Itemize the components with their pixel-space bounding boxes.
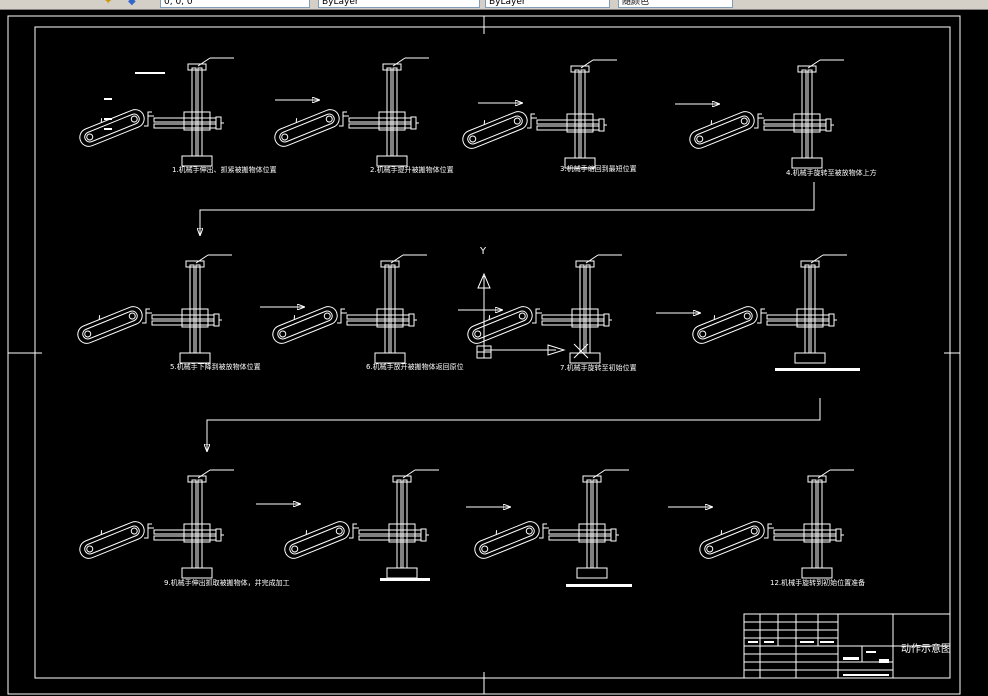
step-arrows (200, 100, 821, 507)
caption-4: 4.机械手旋转至被放物体上方 (786, 168, 877, 177)
robot-diagram-7 (463, 254, 623, 364)
title-block-name: 动作示意图 (901, 642, 951, 655)
robot-diagram-5 (73, 254, 233, 364)
toolbar: ✦ ◆ 0, 0, 0 ByLayer ByLayer 随颜色 (0, 0, 988, 10)
vertical-scrollbar[interactable] (962, 10, 988, 696)
robot-diagram-6 (268, 254, 428, 364)
caption-1: 1.机械手伸出、抓紧被搬物体位置 (172, 165, 277, 174)
robot-diagram-9 (75, 469, 235, 579)
layer-icon[interactable]: ✦ (104, 0, 113, 7)
lineweight-dropdown[interactable]: ByLayer (485, 0, 610, 8)
center-marks (8, 16, 960, 694)
drawing-canvas[interactable]: Y 1.机械手伸出、抓紧被搬物体位置 2.机械手提升被搬物体位置 3.机械手缩回… (0, 10, 962, 696)
robot-diagram-3 (458, 59, 618, 169)
robot-diagram-10 (280, 469, 440, 579)
color-dropdown[interactable]: 0, 0, 0 (160, 0, 310, 8)
caption-5: 5.机械手下降到被放物体位置 (170, 362, 261, 371)
caption-6: 6.机械手放开被搬物体返回原位 (366, 362, 464, 371)
robot-diagram-2 (270, 57, 430, 167)
caption-7: 7.机械手旋转至初始位置 (560, 363, 637, 372)
title-block-marks (748, 641, 889, 676)
robot-diagram-4 (685, 59, 845, 169)
robot-diagram-11 (470, 469, 630, 579)
plotstyle-dropdown[interactable]: 随颜色 (618, 0, 733, 8)
caption-3: 3.机械手缩回到最短位置 (560, 164, 637, 173)
robot-diagram-1 (75, 57, 235, 167)
ucs-y-label: Y (479, 246, 487, 257)
linetype-dropdown[interactable]: ByLayer (318, 0, 480, 8)
layer-properties-icon[interactable]: ◆ (128, 0, 136, 7)
robot-diagram-12 (695, 469, 855, 579)
robot-diagram-8 (688, 254, 848, 364)
ucs-icon (476, 272, 589, 359)
caption-9: 9.机械手伸出抓取被搬物体，并完成加工 (164, 578, 290, 587)
caption-12: 12.机械手旋转到初始位置准备 (770, 578, 865, 587)
caption-2: 2.机械手提升被搬物体位置 (370, 165, 454, 174)
label-bars (104, 72, 860, 587)
title-block (743, 613, 951, 679)
